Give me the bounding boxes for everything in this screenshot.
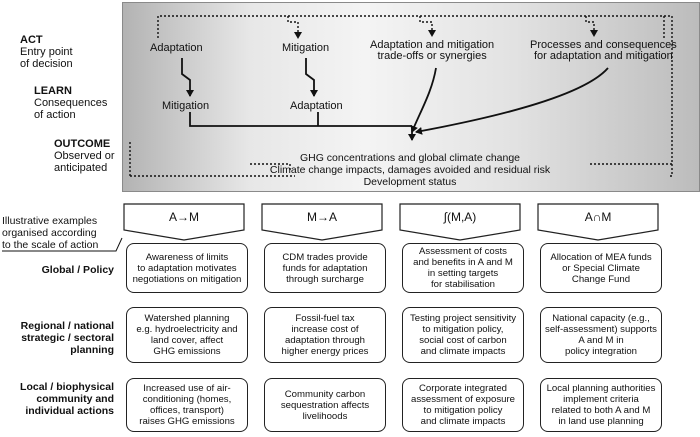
learn-subtitle: Consequences of action <box>34 97 108 121</box>
outcome-line-ghg: GHG concentrations and global climate ch… <box>299 152 521 164</box>
learn-label: LEARN Consequences of action <box>20 85 107 121</box>
learn-title: LEARN <box>34 85 72 97</box>
column-header-a-to-m: A→M <box>169 210 199 224</box>
example-cell: Increased use of air- conditioning (home… <box>126 378 248 432</box>
row-label-regional: Regional / national strategic / sectoral… <box>20 320 114 356</box>
flow-node-adaptation-2: Adaptation <box>290 100 343 112</box>
row-label-global: Global / Policy <box>41 264 114 276</box>
flow-node-adaptation-1: Adaptation <box>150 42 203 54</box>
column-header-intersection: A∩M <box>584 210 612 224</box>
act-label: ACT Entry point of decision <box>20 34 73 70</box>
flow-node-mitigation-2: Mitigation <box>282 42 330 54</box>
example-cell: Allocation of MEA funds or Special Clima… <box>540 243 662 293</box>
example-cell: Assessment of costs and benefits in A an… <box>402 243 524 293</box>
outcome-subtitle: Observed or anticipated <box>54 150 115 174</box>
outcome-title: OUTCOME <box>54 138 111 150</box>
examples-label: Illustrative examples organised accordin… <box>2 215 99 251</box>
column-header-integral: ∫(M,A) <box>443 210 477 224</box>
example-cell: Awareness of limits to adaptation motiva… <box>126 243 248 293</box>
example-cell: Fossil-fuel tax increase cost of adaptat… <box>264 307 386 363</box>
row-label-local: Local / biophysical community and indivi… <box>20 381 114 417</box>
example-cell: Local planning authorities implement cri… <box>540 378 662 432</box>
outcome-line-development: Development status <box>363 176 457 188</box>
flow-panel <box>122 2 700 192</box>
dotted-frame-right <box>664 15 673 177</box>
act-subtitle: Entry point of decision <box>20 46 73 70</box>
flow-node-mitigation-1: Mitigation <box>162 100 210 112</box>
example-cell: Watershed planning e.g. hydroelectricity… <box>126 307 248 363</box>
outcome-label: OUTCOME Observed or anticipated <box>20 138 115 174</box>
example-cell: National capacity (e.g., self-assessment… <box>540 307 662 363</box>
flow-node-tradeoffs: Adaptation and mitigation trade-offs or … <box>370 39 495 62</box>
example-cell: Corporate integrated assessment of expos… <box>402 378 524 432</box>
example-cell: Testing project sensitivity to mitigatio… <box>402 307 524 363</box>
act-title: ACT <box>20 34 43 46</box>
outcome-line-impacts: Climate change impacts, damages avoided … <box>269 164 551 176</box>
flow-node-processes: Processes and consequences for adaptatio… <box>530 39 677 62</box>
example-cell: Community carbon sequestration affects l… <box>264 378 386 432</box>
example-cell: CDM trades provide funds for adaptation … <box>264 243 386 293</box>
column-header-m-to-a: M→A <box>307 210 337 224</box>
